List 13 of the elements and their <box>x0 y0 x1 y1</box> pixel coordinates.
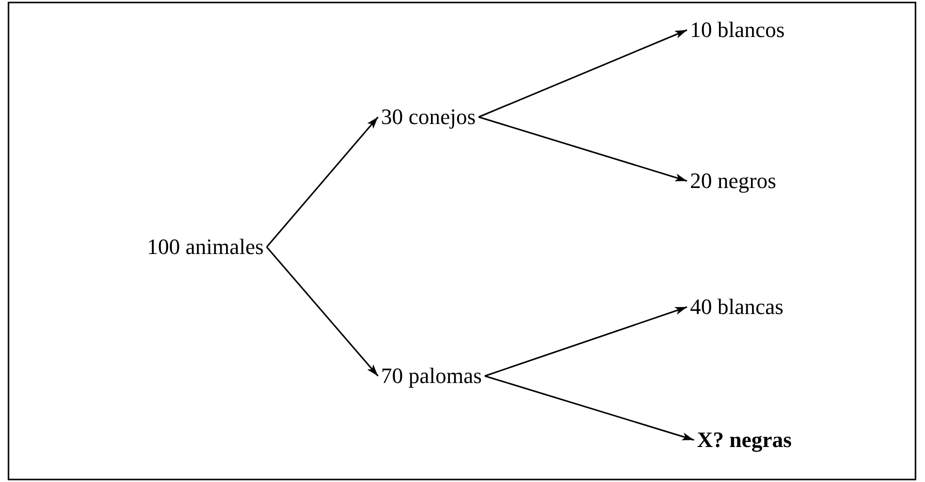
arrow <box>478 116 688 182</box>
arrow <box>478 29 688 118</box>
node-label: 30 conejos <box>381 104 476 129</box>
arrow <box>266 116 379 248</box>
node-label: 100 animales <box>147 234 264 259</box>
node-label: 40 blancas <box>690 294 784 319</box>
arrow <box>484 306 688 377</box>
node-label: X? negras <box>697 427 792 452</box>
node-label: 10 blancos <box>690 17 785 42</box>
arrow <box>484 375 694 441</box>
arrow <box>266 246 379 376</box>
node-label: 20 negros <box>690 168 776 193</box>
node-label: 70 palomas <box>381 363 482 388</box>
